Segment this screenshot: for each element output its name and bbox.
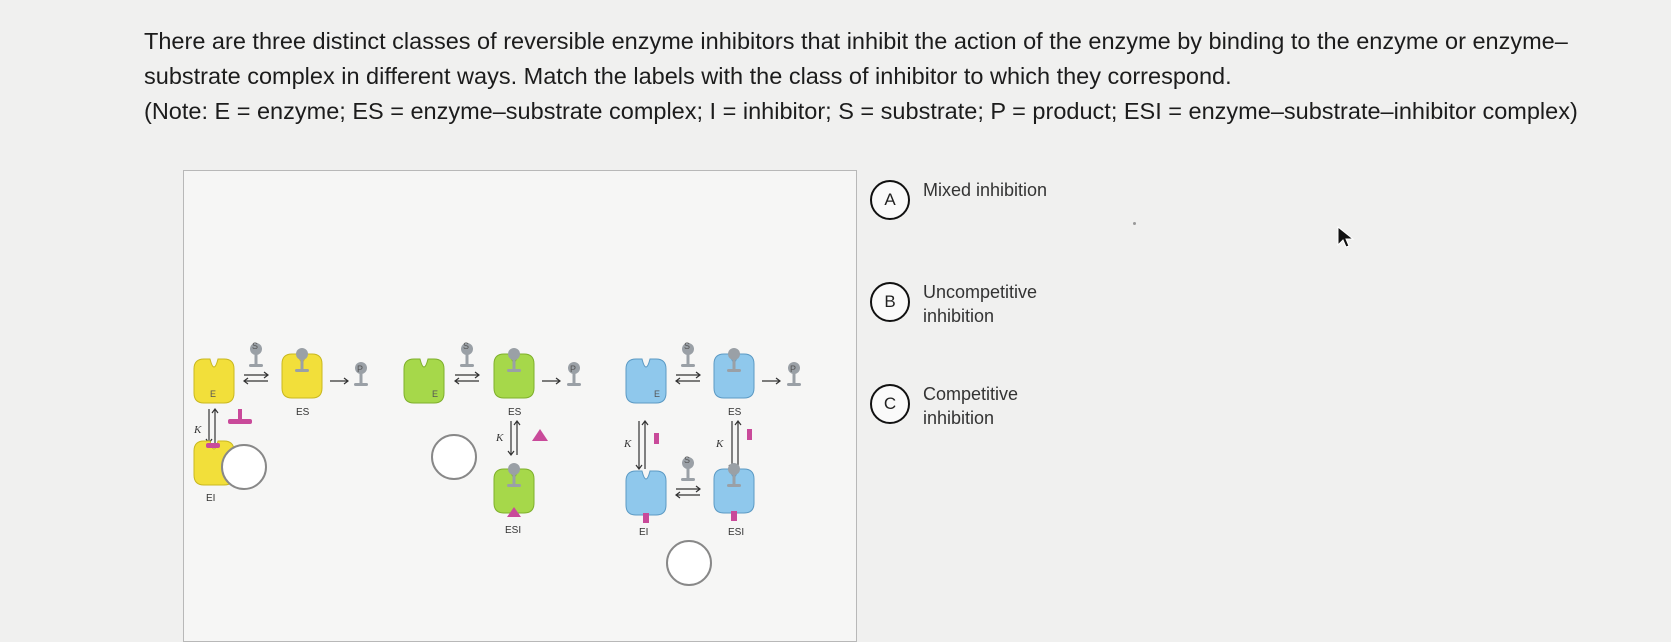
es-label-1: ES [296,407,310,418]
drop-target-competitive[interactable] [222,445,266,489]
ki-prime-label-3: K [715,438,724,450]
enzyme-e-yellow: E [194,359,234,403]
ki-label-3: K [623,438,632,450]
option-b[interactable]: B Uncompetitive inhibition [870,280,1073,328]
equilibrium-arrows-2 [455,372,479,384]
product-arrow-2 [542,378,560,384]
enzyme-e-label: E [210,389,216,399]
product-arrow-1 [330,378,348,384]
enzyme-es-blue [714,348,754,398]
substrate-s-label-3: S [684,341,690,351]
question-text: There are three distinct classes of reve… [144,24,1614,129]
inhibitor-mixed-2 [747,429,752,440]
esi-label-3: ESI [728,527,744,538]
pointer-arrow-icon [1337,226,1355,250]
option-b-label: Uncompetitive inhibition [923,280,1073,328]
inhibitor-competitive [228,409,252,424]
equilibrium-arrows-3 [676,372,700,384]
option-a-badge[interactable]: A [870,180,910,220]
es-label-3: ES [728,407,742,418]
enzyme-e-green: E [404,359,444,403]
ei-label-1: EI [206,493,215,504]
product-arrow-3 [762,378,780,384]
enzyme-ei-blue [626,471,666,523]
inhibition-diagram-svg: E S ES P [184,171,856,641]
enzyme-e-label-3: E [654,389,660,399]
enzyme-e-blue: E [626,359,666,403]
ki-label-1: K [193,424,202,436]
option-c-badge[interactable]: C [870,384,910,424]
enzyme-es-green [494,348,534,398]
ki-arrows-3 [636,421,648,469]
equilibrium-arrows-1 [244,372,268,384]
enzyme-e-label-2: E [432,389,438,399]
option-a[interactable]: A Mixed inhibition [870,178,1073,220]
drop-target-uncompetitive[interactable] [432,435,476,479]
product-p-label-1: P [357,364,363,374]
option-a-label: Mixed inhibition [923,178,1073,202]
es-label-2: ES [508,407,522,418]
substrate-s-label-4: S [684,455,690,465]
esi-label-2: ESI [505,525,521,536]
enzyme-es-yellow [282,348,322,398]
competitive-panel: E S ES P [193,341,368,504]
enzyme-esi-green [494,463,534,517]
mixed-panel: E S ES P K [623,341,801,585]
substrate-s-label-2: S [463,341,469,351]
ki-prime-arrows-2 [508,421,520,455]
ki-prime-arrows-3 [729,421,741,469]
product-p-label-3: P [790,364,796,374]
enzyme-esi-blue [714,463,754,521]
question-note: (Note: E = enzyme; ES = enzyme–substrate… [144,94,1614,129]
drop-target-mixed[interactable] [667,541,711,585]
equilibrium-arrows-4 [676,486,700,498]
ei-label-3: EI [639,527,648,538]
option-c[interactable]: C Competitive inhibition [870,382,1073,430]
ki-arrows-1 [206,409,218,443]
inhibitor-uncompetitive [532,429,548,441]
uncompetitive-panel: E S ES P K [404,341,581,536]
product-p-label-2: P [570,364,576,374]
option-c-label: Competitive inhibition [923,382,1073,430]
inhibitor-mixed-1 [654,433,659,444]
substrate-s-label-1: S [252,341,258,351]
stray-dot [1133,222,1136,225]
ki-prime-label-2: K [495,432,504,444]
inhibition-diagram: E S ES P [183,170,857,642]
question-prompt: There are three distinct classes of reve… [144,24,1614,94]
option-b-badge[interactable]: B [870,282,910,322]
